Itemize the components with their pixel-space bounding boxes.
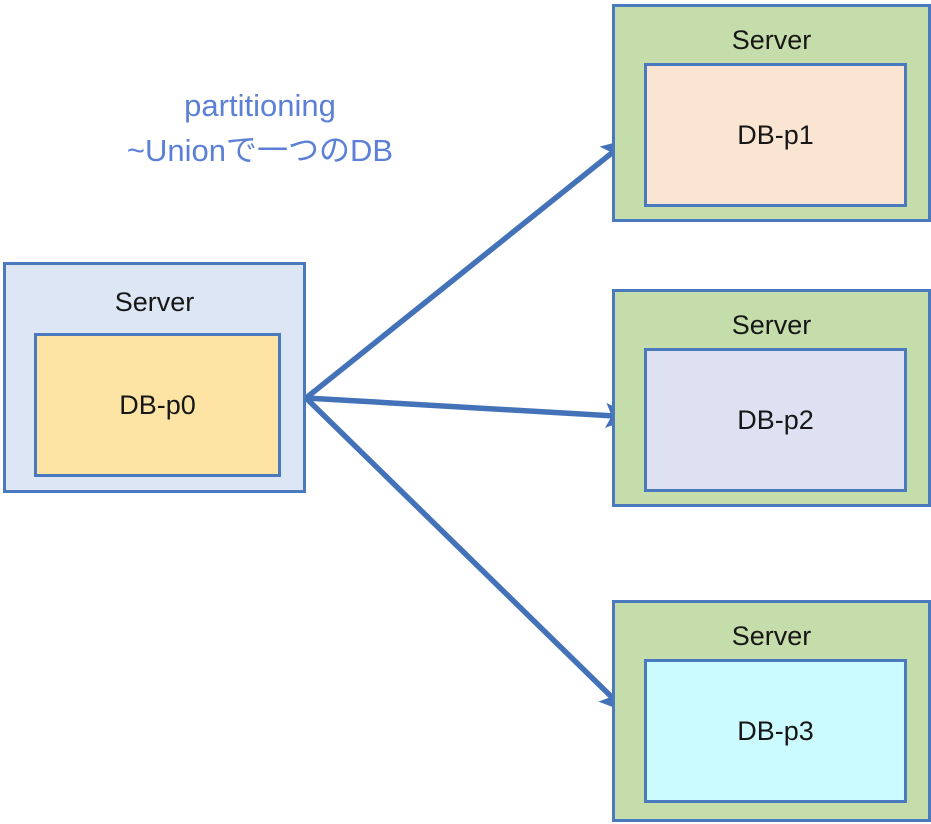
annotation-line-1: partitioning xyxy=(184,88,336,123)
db-box-p2[interactable]: DB-p2 xyxy=(644,348,907,492)
server-label-target-1: Server xyxy=(731,25,812,55)
server-box-source[interactable]: Server DB-p0 xyxy=(3,262,306,493)
arrow-to-db-p2 xyxy=(305,395,635,429)
server-label-target-2: Server xyxy=(731,310,812,340)
db-label-p0: DB-p0 xyxy=(119,389,196,420)
annotation-line-2: ~Unionで一つのDB xyxy=(126,132,394,168)
server-box-target-3[interactable]: Server DB-p3 xyxy=(612,600,931,822)
server-box-target-2[interactable]: Server DB-p2 xyxy=(612,289,931,507)
db-box-p0[interactable]: DB-p0 xyxy=(34,333,281,477)
db-label-p3: DB-p3 xyxy=(737,715,814,746)
arrow-to-db-p3 xyxy=(304,396,628,713)
server-label-source: Server xyxy=(114,287,195,317)
annotation-text: partitioning ~Unionで一つのDB xyxy=(60,84,460,174)
db-label-p1: DB-p1 xyxy=(737,119,814,150)
arrow-to-db-p1 xyxy=(304,137,630,401)
server-label-target-3: Server xyxy=(731,621,812,651)
db-box-p3[interactable]: DB-p3 xyxy=(644,659,907,803)
db-box-p1[interactable]: DB-p1 xyxy=(644,63,907,207)
db-label-p2: DB-p2 xyxy=(737,404,814,435)
server-box-target-1[interactable]: Server DB-p1 xyxy=(612,4,931,222)
